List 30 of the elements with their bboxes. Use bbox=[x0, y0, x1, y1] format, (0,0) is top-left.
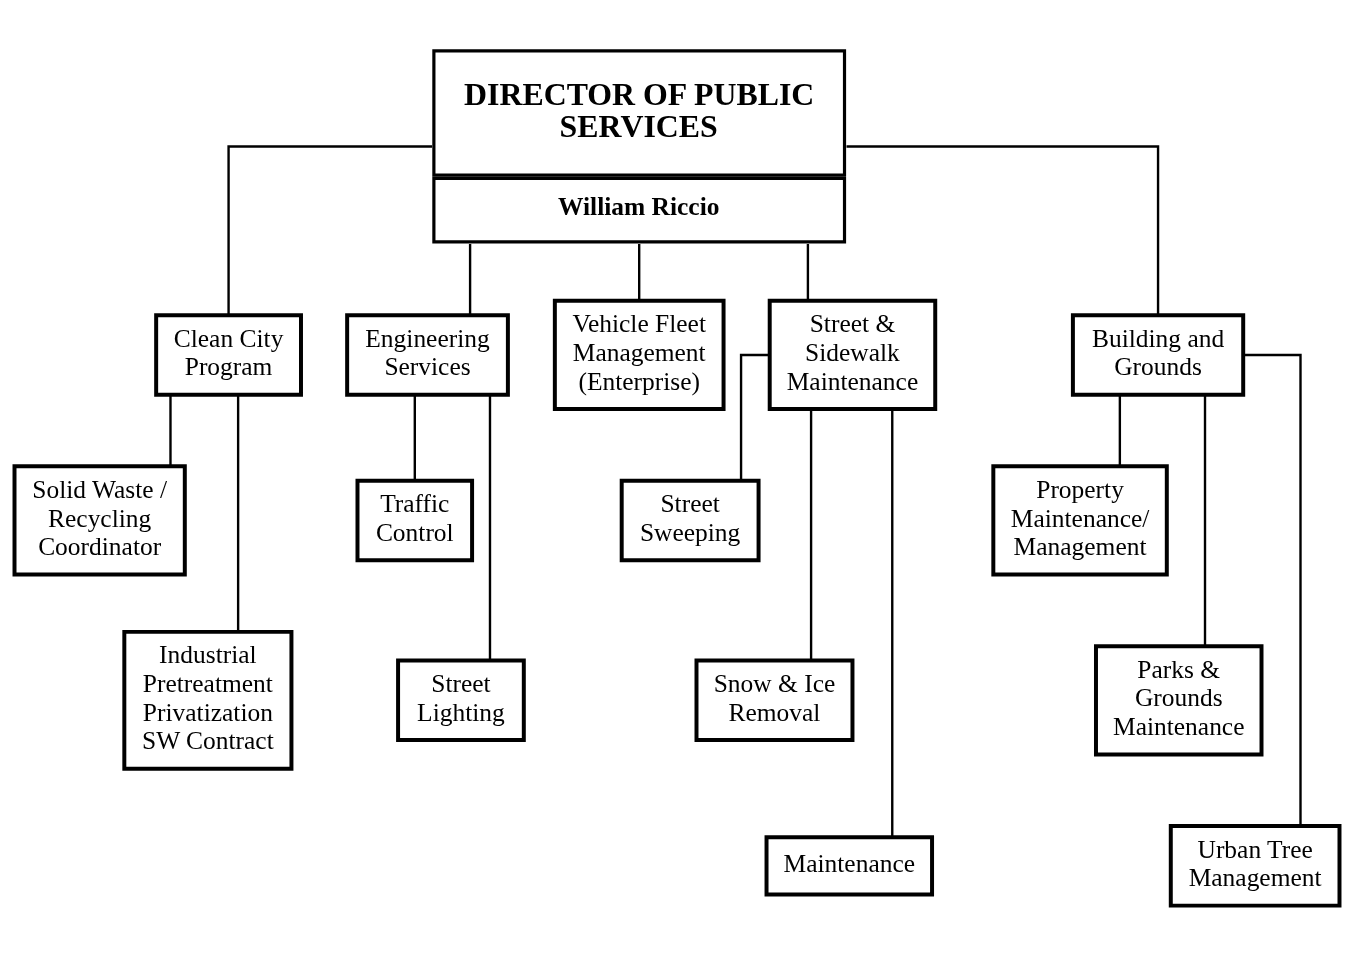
node-box: Parks & Grounds Maintenance bbox=[1094, 644, 1264, 757]
connector bbox=[809, 409, 813, 661]
node-box: Street Lighting bbox=[396, 658, 526, 743]
connector bbox=[638, 244, 641, 301]
connector bbox=[1118, 395, 1122, 466]
node-box: Maintenance bbox=[764, 835, 935, 897]
connector bbox=[227, 145, 433, 315]
node-box: Industrial Pretreatment Privatization SW Contract bbox=[122, 629, 294, 771]
node-box: Urban Tree Management bbox=[1168, 824, 1342, 908]
node-box: Street & Sidewalk Maintenance bbox=[767, 298, 938, 412]
connector bbox=[891, 409, 894, 837]
connector bbox=[1243, 353, 1302, 826]
node-box: Snow & Ice Removal bbox=[694, 658, 855, 743]
node-box: Solid Waste / Recycling Coordinator bbox=[12, 464, 187, 577]
connector bbox=[488, 395, 492, 661]
connector bbox=[169, 395, 172, 466]
connector bbox=[846, 145, 1160, 315]
node-box: Clean City Program bbox=[154, 313, 303, 397]
node-box: Street Sweeping bbox=[619, 478, 761, 563]
connector bbox=[806, 244, 810, 301]
connector bbox=[739, 353, 770, 481]
node-box: Traffic Control bbox=[355, 478, 475, 563]
connector bbox=[413, 395, 416, 481]
connector bbox=[1203, 395, 1207, 647]
connector bbox=[236, 395, 240, 632]
node-box: Building and Grounds bbox=[1070, 313, 1246, 397]
node-box: Engineering Services bbox=[345, 313, 510, 397]
node-box: Vehicle Fleet Management (Enterprise) bbox=[552, 298, 726, 412]
node-box: Property Maintenance/ Management bbox=[991, 464, 1169, 577]
connector bbox=[468, 244, 472, 315]
